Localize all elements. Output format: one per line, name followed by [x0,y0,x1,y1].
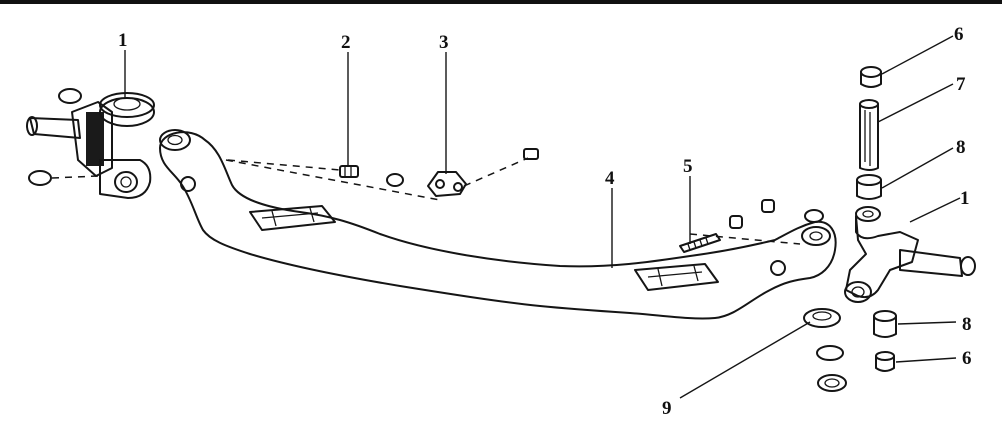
kingpin-stack-top [856,66,882,200]
callout-1-right: 1 [960,188,970,209]
left-steering-knuckle [26,88,155,199]
callout-5: 5 [683,156,693,177]
callout-7: 7 [956,74,966,95]
front-axle-beam [159,129,837,320]
callout-6-bottom: 6 [962,348,972,369]
stop-bracket-part [427,148,539,197]
alignment-line-left [225,159,441,201]
callout-6-top: 6 [954,24,964,45]
alignment-line-mid [227,159,341,171]
top-border [0,0,1002,4]
callout-9: 9 [662,398,672,419]
callout-2: 2 [341,32,351,53]
stud-part [679,199,824,253]
callout-8-bottom: 8 [962,314,972,335]
alignment-line-stud [463,157,529,187]
thrust-washers [803,308,847,392]
right-steering-knuckle [844,206,976,372]
callout-1-left: 1 [118,30,128,51]
callout-4: 4 [605,168,615,189]
leader-lines [124,35,961,399]
callout-3: 3 [439,32,449,53]
callout-8-top: 8 [956,137,966,158]
bolt-part [339,165,404,187]
